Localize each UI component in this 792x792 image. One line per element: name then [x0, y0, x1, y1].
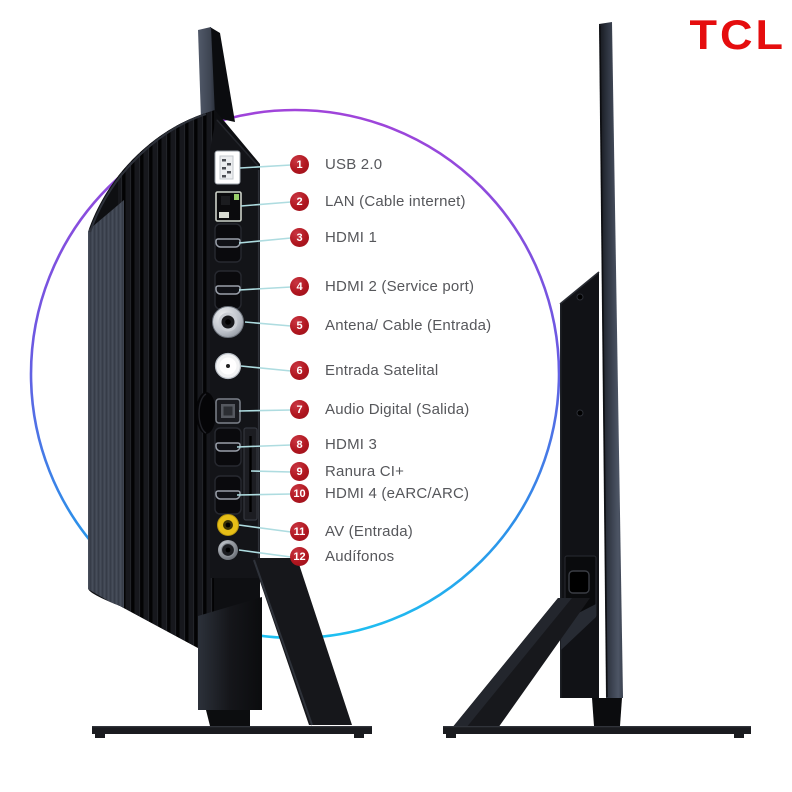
port-label: USB 2.0 [325, 156, 383, 173]
coax-port-icon [212, 306, 244, 338]
right-tv-side-view [443, 22, 751, 738]
callout-row-headphones: 12 Audífonos [290, 547, 394, 566]
callout-badge: 5 [290, 316, 309, 335]
leader-lines [236, 164, 292, 558]
callout-row-satellite: 6 Entrada Satelital [290, 361, 438, 380]
port-label: HDMI 2 (Service port) [325, 278, 475, 295]
tv-rear-left-strip [88, 200, 124, 610]
left-tv-stand-leg [252, 558, 352, 725]
left-tv-panel-face [198, 27, 215, 119]
hdmi-port-icon [214, 475, 242, 515]
callout-badge: 6 [290, 361, 309, 380]
callout-row-hdmi2: 4 HDMI 2 (Service port) [290, 277, 474, 296]
port-label: Audífonos [325, 548, 395, 565]
av-jack-icon [217, 514, 239, 536]
ethernet-port-icon [215, 191, 242, 222]
right-tv-panel-slab [599, 22, 623, 698]
hdmi-port-icon [214, 270, 242, 310]
port-label: HDMI 3 [325, 436, 378, 453]
port-label: HDMI 1 [325, 229, 378, 246]
callout-row-hdmi4: 10 HDMI 4 (eARC/ARC) [290, 484, 469, 503]
port-label: Ranura CI+ [325, 463, 405, 480]
callout-badge: 4 [290, 277, 309, 296]
callout-badge: 1 [290, 155, 309, 174]
port-label: Antena/ Cable (Entrada) [325, 317, 492, 334]
right-tv-stand-base [443, 726, 751, 734]
tv-rear-ribbed-texture [118, 110, 214, 648]
callout-row-hdmi1: 3 HDMI 1 [290, 228, 377, 247]
right-tv-stand-foot [592, 698, 622, 726]
callout-badge: 10 [290, 484, 309, 503]
left-tv-stand-base [92, 726, 372, 734]
right-tv-bulge-chamfer [561, 604, 596, 650]
callout-row-ci-slot: 9 Ranura CI+ [290, 462, 404, 481]
callout-row-digital-audio: 7 Audio Digital (Salida) [290, 400, 469, 419]
headphone-jack-icon [218, 540, 238, 560]
left-tv-stand-column [198, 597, 262, 710]
callout-row-usb: 1 USB 2.0 [290, 155, 382, 174]
usb-port-icon [214, 150, 241, 185]
port-label: Entrada Satelital [325, 362, 439, 379]
hdmi-port-icon [214, 223, 242, 263]
left-tv-stand-foot [206, 710, 250, 726]
callout-row-lan: 2 LAN (Cable internet) [290, 192, 466, 211]
port-label: HDMI 4 (eARC/ARC) [325, 485, 470, 502]
left-tv-panel-edge [210, 27, 235, 122]
port-label: LAN (Cable internet) [325, 193, 466, 210]
callout-badge: 9 [290, 462, 309, 481]
callout-badge: 8 [290, 435, 309, 454]
callout-badge: 12 [290, 547, 309, 566]
left-tv-side-view [88, 27, 372, 738]
callout-badge: 7 [290, 400, 309, 419]
tcl-logo: TCL [689, 11, 786, 58]
callout-badge: 2 [290, 192, 309, 211]
ci-slot-icon [243, 427, 258, 521]
callout-row-antenna: 5 Antena/ Cable (Entrada) [290, 316, 491, 335]
optical-audio-port-icon [215, 398, 241, 424]
satellite-port-icon [214, 352, 242, 380]
callout-badge: 3 [290, 228, 309, 247]
callout-row-hdmi3: 8 HDMI 3 [290, 435, 377, 454]
port-label: AV (Entrada) [325, 523, 413, 540]
callout-row-av: 11 AV (Entrada) [290, 522, 413, 541]
callout-badge: 11 [290, 522, 309, 541]
port-label: Audio Digital (Salida) [325, 401, 470, 418]
